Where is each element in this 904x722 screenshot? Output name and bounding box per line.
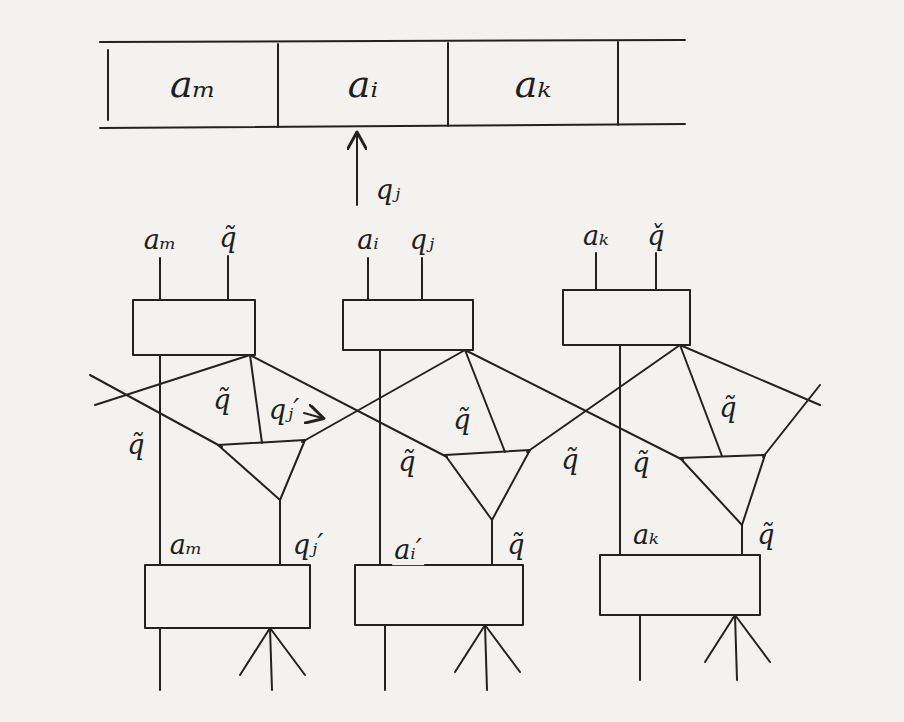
signal-label: q̃	[396, 447, 417, 477]
signal-label: aₖ	[581, 221, 611, 251]
signal-label: q̃	[125, 430, 146, 460]
signal-label: q̃	[211, 385, 232, 415]
signal-label: aᵢ	[355, 225, 381, 255]
signal-label: q̃	[630, 448, 651, 478]
signal-label: q̃	[559, 445, 580, 475]
signal-label: q̃	[451, 405, 472, 435]
signal-label: q̃	[717, 393, 738, 423]
tape-symbol: aₖ	[515, 62, 552, 106]
tape-cell: aₘ	[110, 44, 276, 124]
tape-symbol: aₘ	[170, 62, 216, 106]
signal-label: q̃	[505, 530, 526, 560]
signal-label: aₘ	[168, 530, 205, 560]
signal-label: qⱼ	[374, 175, 402, 205]
signal-label: qⱼ′	[267, 395, 302, 425]
signal-label: aₘ	[142, 225, 179, 255]
tape-cell: aₖ	[450, 44, 616, 124]
signal-label: qⱼ′	[291, 530, 326, 560]
signal-label: qⱼ	[408, 225, 436, 255]
signal-label: q̃	[755, 520, 776, 550]
tape-symbol: aᵢ	[348, 62, 378, 106]
signal-label: aᵢ′	[392, 535, 424, 565]
signal-label: q̌	[645, 221, 666, 251]
tape-cell: aᵢ	[280, 44, 446, 124]
signal-label: aₖ	[631, 520, 661, 550]
signal-label: q̃	[217, 223, 238, 253]
